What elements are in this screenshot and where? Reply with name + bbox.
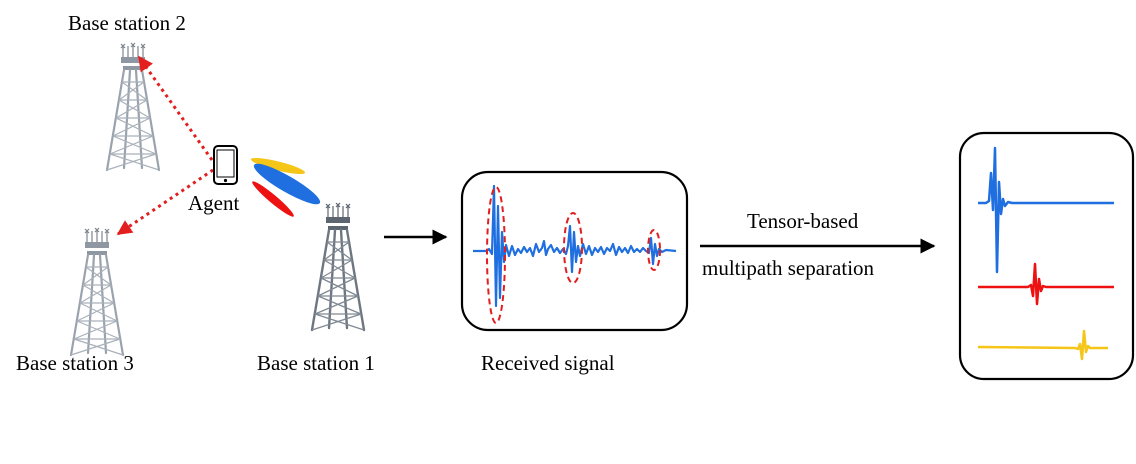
label-tensor-line1: Tensor-based (747, 209, 859, 233)
separated-path-red (978, 262, 1114, 306)
echo-highlight-1 (486, 186, 506, 324)
separated-path-yellow (977, 329, 1108, 361)
separated-paths-box (958, 131, 1135, 381)
label-base-station-3: Base station 3 (16, 351, 134, 375)
echo-highlight-3 (647, 229, 661, 271)
received-waveform (473, 184, 677, 308)
separated-path-blue (978, 146, 1114, 274)
base-station-2-tower-icon (105, 41, 161, 172)
base-station-3-tower-icon (69, 226, 125, 357)
label-tensor-line2: multipath separation (702, 256, 875, 280)
label-base-station-2: Base station 2 (68, 11, 186, 35)
base-station-1-tower-icon (310, 201, 366, 332)
smartphone-icon (213, 145, 238, 185)
dotted-arrow-to-bs2 (137, 55, 214, 161)
label-base-station-1: Base station 1 (257, 351, 375, 375)
beam-icon (250, 157, 321, 217)
label-agent: Agent (188, 191, 240, 215)
echo-highlight-2 (563, 212, 583, 284)
label-received-signal: Received signal (481, 351, 615, 375)
dotted-arrow-to-bs3 (116, 168, 214, 236)
